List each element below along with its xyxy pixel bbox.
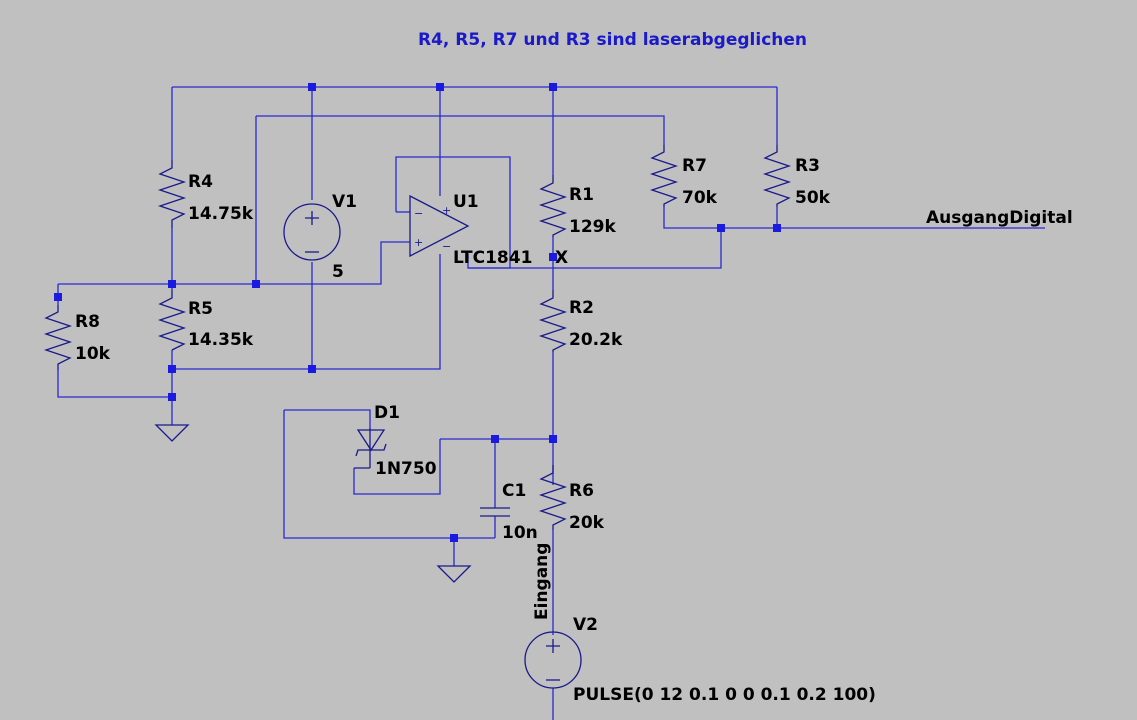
capacitor-c1[interactable] [480,507,510,517]
resistor-r1[interactable] [538,175,568,237]
plus-icon [305,211,319,225]
resistor-r6[interactable] [538,465,568,530]
r1-ref-label: R1 [569,185,594,205]
junction-dot [168,280,176,288]
wire [395,156,511,269]
r2-value-label: 20.2k [569,330,623,350]
junction-dot [491,435,499,443]
junction-dot [450,534,458,542]
resistor-r2[interactable] [538,290,568,352]
source-circle [283,203,341,261]
wire [57,370,172,398]
voltage-source-v2[interactable] [524,631,582,689]
c1-ref-label: C1 [502,481,526,501]
noninverting-input-marker: + [414,236,423,249]
v1-ref-label: V1 [332,192,357,212]
resistor-r5[interactable] [157,290,187,351]
c1-value-label: 10n [502,523,538,543]
r4-ref-label: R4 [188,172,213,192]
u1-value-label: LTC1841 [453,248,532,268]
junction-dot [773,224,781,232]
resistor-r8[interactable] [43,305,73,370]
r8-value-label: 10k [75,344,111,364]
inverting-input-marker: − [414,207,423,220]
wire [353,439,441,495]
r4-value-label: 14.75k [188,204,254,224]
ground-icon [154,424,190,442]
resistor-symbol [538,290,568,352]
zener-diode-d1[interactable] [354,428,387,469]
v1-value-label: 5 [332,262,344,282]
junctions [54,83,781,542]
plus-icon [546,639,560,653]
supply-minus-marker: − [442,240,451,253]
supply-plus-marker: + [442,204,451,217]
voltage-source-v1[interactable] [283,203,341,261]
r5-ref-label: R5 [188,299,213,319]
d1-ref-label: D1 [374,403,400,423]
junction-dot [436,83,444,91]
capacitor-plates [480,507,510,517]
r8-ref-label: R8 [75,312,100,332]
output-net-label: AusgangDigital [926,208,1073,228]
r6-ref-label: R6 [569,481,594,501]
junction-dot [168,393,176,401]
resistor-symbol [157,290,187,351]
wire [468,228,722,269]
wire [58,241,410,285]
resistor-r3[interactable] [762,145,792,207]
r7-ref-label: R7 [682,156,707,176]
wires [57,86,1045,720]
diode-triangle [356,429,386,452]
junction-dot [168,365,176,373]
resistor-symbol [762,145,792,207]
junction-dot [308,83,316,91]
v2-ref-label: V2 [573,615,598,635]
resistor-symbol [157,160,187,228]
junction-dot [252,280,260,288]
r6-value-label: 20k [569,513,605,533]
d1-value-label: 1N750 [375,459,437,479]
resistor-r7[interactable] [649,145,679,207]
resistor-symbol [538,175,568,237]
input-net-label: Eingang [532,543,552,620]
wire [283,410,495,539]
wire [172,254,441,370]
no-connect-label: X [555,248,568,268]
opamp-triangle [409,194,470,258]
diode-leads [354,428,371,469]
junction-dot [308,365,316,373]
schematic-title: R4, R5, R7 und R3 sind laserabgeglichen [418,30,807,50]
wire [284,409,371,428]
r3-ref-label: R3 [795,156,820,176]
ground-symbol [436,565,472,583]
comparator-u1[interactable]: − + + − [409,194,470,258]
junction-dot [549,435,557,443]
u1-ref-label: U1 [453,192,479,212]
resistor-symbol [43,305,73,370]
resistor-symbol [649,145,679,207]
junction-dot [717,224,725,232]
resistor-r4[interactable] [157,160,187,228]
wire-second-rail [256,115,665,145]
zener-bar [355,443,387,457]
r3-value-label: 50k [795,188,831,208]
junction-dot [549,253,557,261]
source-circle [524,631,582,689]
ground-symbol [154,424,190,442]
junction-dot [549,83,557,91]
junction-dot [54,293,62,301]
resistor-symbol [538,465,568,530]
r2-ref-label: R2 [569,298,594,318]
r1-value-label: 129k [569,217,616,237]
r7-value-label: 70k [682,188,718,208]
v2-value-label: PULSE(0 12 0.1 0 0 0.1 0.2 100) [573,685,876,705]
ground-icon [436,565,472,583]
wire-output [663,207,1045,229]
r5-value-label: 14.35k [188,330,254,350]
